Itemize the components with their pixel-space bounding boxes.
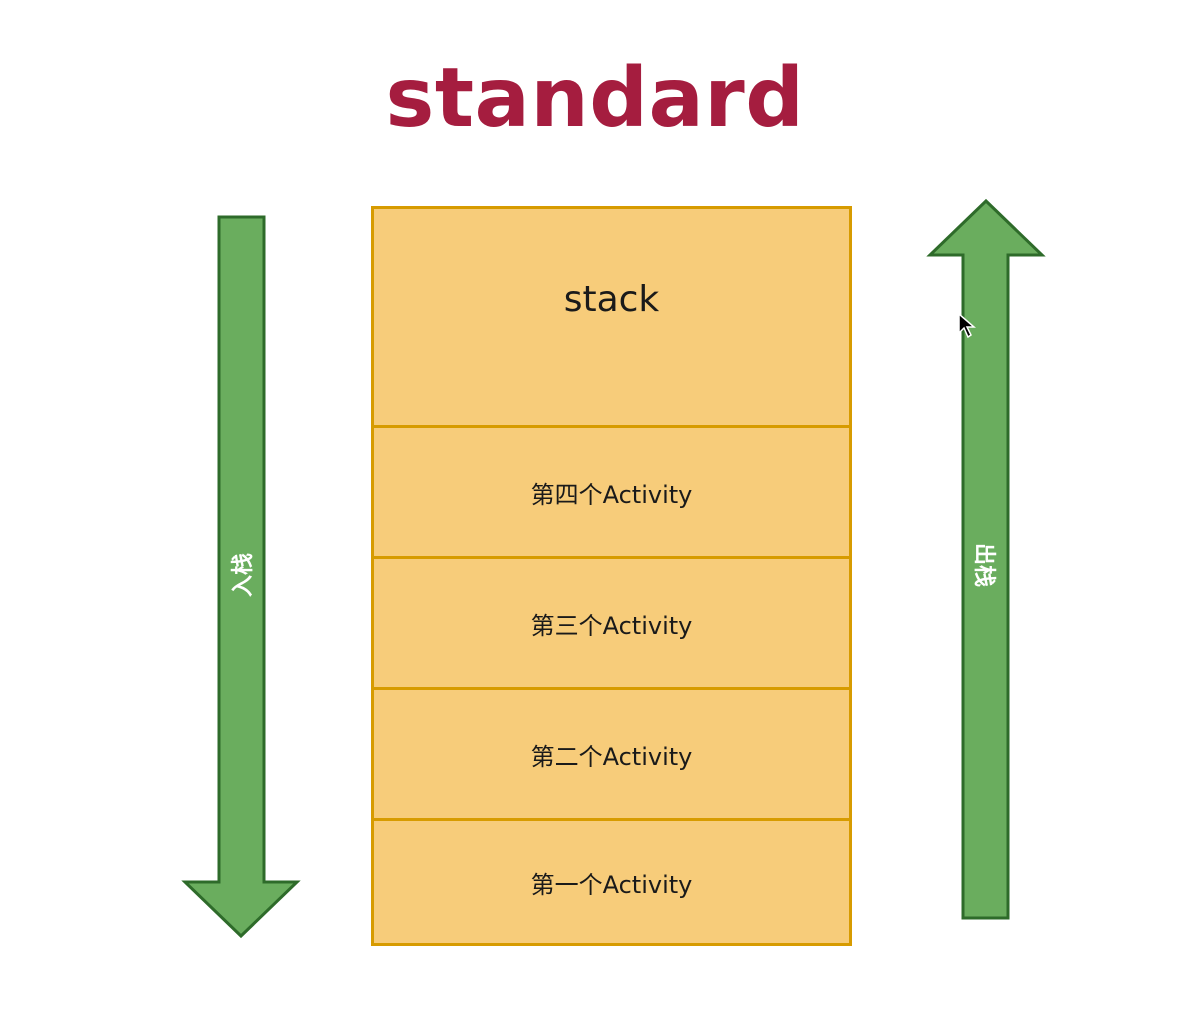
diagram-title: standard — [385, 51, 805, 146]
stack-item-activity-2: 第二个Activity — [374, 687, 849, 818]
stack-label: stack — [563, 279, 660, 320]
stack-item-activity-3: 第三个Activity — [374, 556, 849, 687]
mouse-cursor-icon — [958, 313, 976, 339]
push-arrow-down — [181, 215, 301, 939]
stack-item-activity-1: 第一个Activity — [374, 818, 849, 943]
pop-label: 出栈 — [971, 542, 996, 587]
activity-label: 第二个Activity — [530, 742, 693, 771]
pop-arrow-up — [926, 198, 1046, 920]
activity-label: 第一个Activity — [530, 870, 693, 899]
stack-header: stack — [374, 209, 849, 425]
activity-stack: stack 第四个Activity 第三个Activity 第二个Activit… — [371, 206, 852, 946]
activity-label: 第三个Activity — [530, 611, 693, 640]
activity-label: 第四个Activity — [530, 480, 693, 509]
stack-item-activity-4: 第四个Activity — [374, 425, 849, 556]
push-label: 入栈 — [231, 553, 256, 598]
